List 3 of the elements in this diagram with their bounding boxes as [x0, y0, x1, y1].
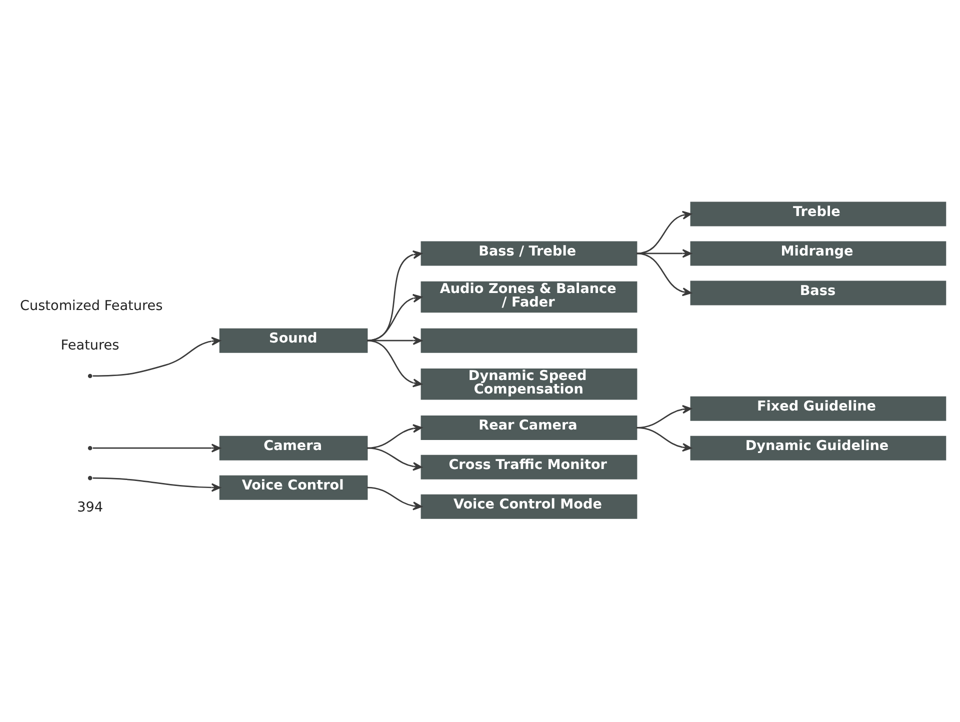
label: 394 [77, 499, 104, 516]
label: Customized Features [20, 298, 163, 314]
label: Features [60, 337, 120, 354]
